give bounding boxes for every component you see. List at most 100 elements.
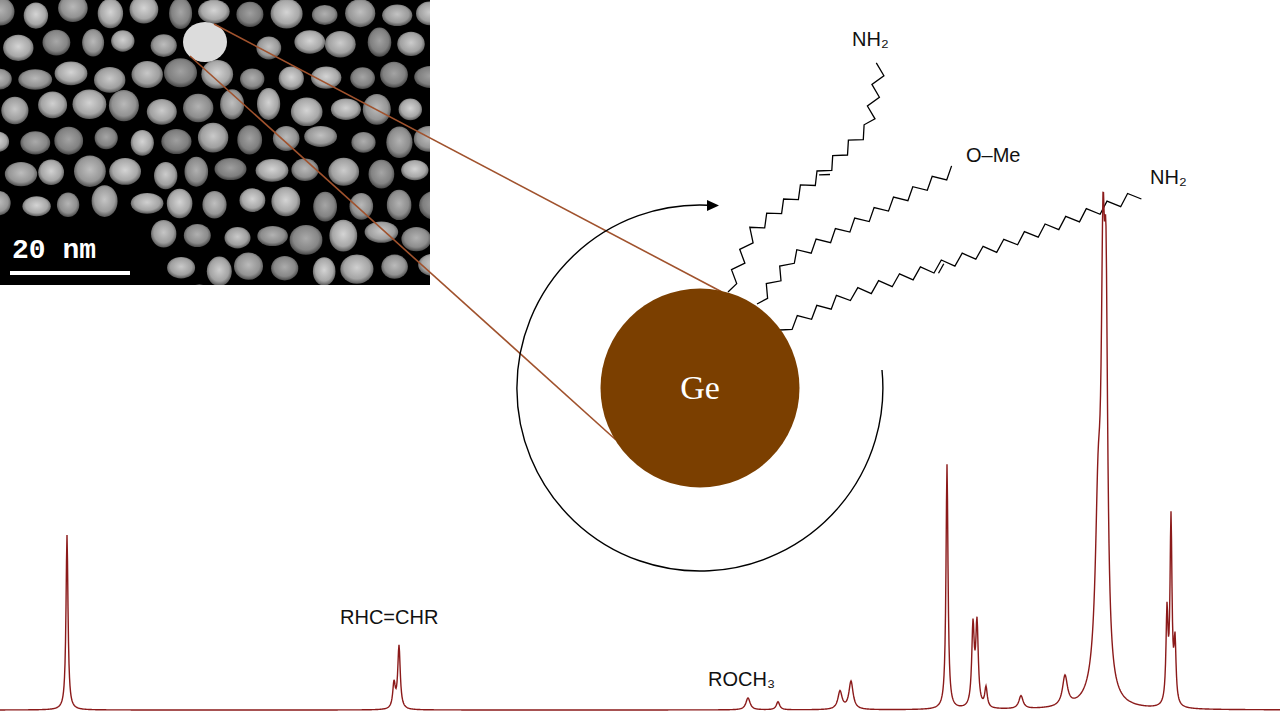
nanoparticle [271, 0, 303, 29]
nanoparticle [273, 126, 300, 151]
alkyl-chain [757, 166, 952, 304]
nanoparticle [416, 2, 430, 26]
nanoparticle [184, 285, 215, 286]
nanoparticle [109, 90, 139, 121]
nanoparticle [328, 158, 359, 186]
methoxy-group: O–Me [966, 144, 1020, 166]
nanoparticle [313, 192, 337, 222]
nanoparticle [185, 157, 209, 187]
nanoparticle [0, 69, 12, 90]
nanoparticle [202, 191, 226, 219]
nanoparticle [271, 187, 300, 217]
nanoparticle [236, 2, 263, 27]
nanoparticle [94, 67, 125, 93]
nanoparticle [313, 257, 336, 285]
nanoparticle [169, 0, 192, 29]
nanoparticle [54, 127, 83, 155]
nanoparticle [151, 34, 177, 57]
nanoparticle [57, 193, 79, 217]
nanoparticle [73, 90, 107, 120]
nanoparticle [151, 220, 176, 248]
nanoparticle [294, 30, 325, 54]
nanoparticle [401, 160, 428, 180]
nanoparticle [0, 191, 11, 215]
alkyl-chain [780, 194, 1141, 331]
nanoparticle [401, 227, 430, 251]
nanoparticle [234, 253, 263, 280]
nanoparticle [304, 126, 337, 147]
nanoparticle [18, 69, 52, 89]
nanoparticle [147, 99, 177, 125]
nanoparticle [131, 130, 154, 156]
nanoparticle [109, 158, 141, 185]
nanoparticle [386, 127, 412, 159]
nanoparticle [381, 255, 408, 279]
nanoparticle [92, 185, 118, 217]
nanoparticle [350, 193, 374, 220]
leader-line [190, 56, 616, 440]
nanoparticle [240, 188, 266, 212]
nanoparticle [257, 88, 280, 120]
nanoparticle [0, 0, 15, 26]
scale-label: 20 nm [10, 236, 98, 267]
peak-label: RHC=CHR [338, 606, 440, 628]
nanoparticle [271, 256, 298, 280]
nmr-spectrum [0, 192, 1280, 710]
nanoparticle [55, 62, 88, 86]
nanoparticle [414, 66, 430, 88]
peak-label: ROCH₃ [706, 668, 777, 690]
amine-group: NH₂ [852, 28, 889, 50]
nanoparticle [201, 60, 233, 89]
nanoparticle [256, 159, 289, 182]
nanoparticle [74, 155, 106, 187]
nanoparticle [387, 190, 412, 220]
nanoparticle [350, 67, 375, 89]
nanoparticle [132, 61, 163, 88]
double-bond [819, 174, 830, 176]
amine-group: NH₂ [1150, 166, 1187, 188]
nanoparticle [183, 94, 213, 123]
nanoparticle [345, 0, 375, 27]
alkyl-chain [728, 63, 884, 292]
nanoparticle [382, 5, 412, 27]
nanoparticle [290, 225, 323, 255]
double-bond [939, 264, 944, 273]
nanoparticle [167, 189, 193, 219]
nanoparticle [257, 226, 288, 246]
nanoparticle [154, 162, 177, 189]
nanoparticle [22, 196, 50, 216]
nanoparticle [24, 3, 48, 29]
nanoparticle [98, 0, 123, 28]
nanoparticle [369, 160, 395, 189]
nanoparticle [0, 132, 9, 152]
nanoparticle [82, 29, 104, 56]
germanium-core: Ge [600, 288, 800, 488]
nanoparticle [198, 0, 230, 24]
nanoparticle [58, 0, 88, 22]
nanoparticle [3, 35, 33, 61]
nanoparticle [130, 0, 159, 24]
nanoparticle [1, 97, 28, 125]
nanoparticle [215, 158, 247, 180]
nanoparticle [312, 5, 338, 25]
nanoparticle [38, 160, 64, 186]
nanoparticle [198, 123, 228, 153]
nanoparticle [397, 32, 425, 56]
nanoparticle [184, 224, 211, 247]
nanoparticle [111, 30, 134, 51]
nanoparticle [380, 62, 408, 88]
nanoparticle [38, 92, 67, 119]
nanoparticle [351, 132, 375, 153]
nanoparticle [329, 220, 357, 252]
core-circle [601, 289, 800, 488]
nanoparticle [325, 31, 356, 57]
nanoparticle [131, 193, 164, 214]
core-label: Ge [680, 369, 720, 407]
nanoparticle [419, 191, 430, 220]
ligand-chains [728, 63, 1141, 330]
nanoparticle [43, 30, 71, 56]
nanoparticle [167, 257, 195, 279]
nanoparticle [240, 68, 264, 89]
nanoparticle [331, 98, 361, 120]
nanoparticle [237, 125, 262, 154]
